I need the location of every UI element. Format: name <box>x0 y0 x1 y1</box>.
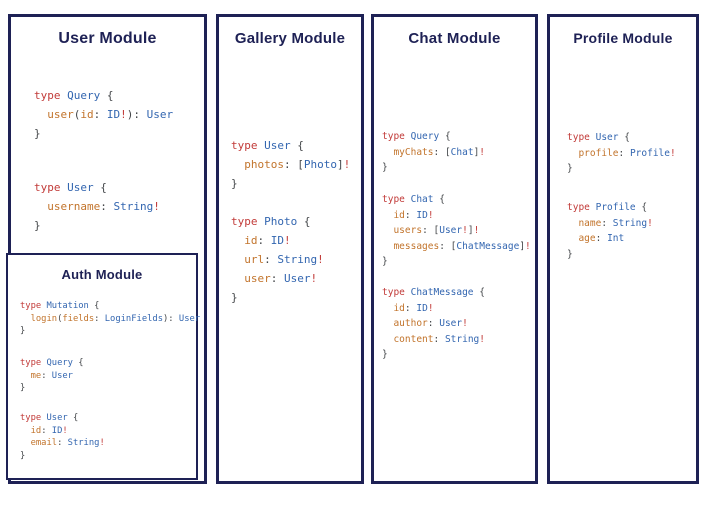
code-line: } <box>20 383 26 393</box>
code-line: type Photo { <box>231 215 311 228</box>
code-line: } <box>382 256 388 267</box>
code-line: users: [User!]! <box>393 225 480 236</box>
code-line: profile: Profile! <box>578 147 676 159</box>
code-line: } <box>231 291 238 304</box>
code-block: type Profile { name: String! age: Int} <box>567 200 653 262</box>
code-block: type User { id: ID! email: String!} <box>20 412 105 462</box>
code-line: id: ID! <box>393 302 434 314</box>
code-line: id: ID! <box>30 425 68 436</box>
code-line: content: String! <box>393 333 486 345</box>
code-line: email: String! <box>30 438 105 448</box>
code-line: type User { <box>567 132 630 143</box>
code-line: } <box>567 163 573 174</box>
code-line: type Chat { <box>382 194 445 205</box>
code-line: url: String! <box>244 253 324 266</box>
code-block: type ChatMessage { id: ID! author: User!… <box>382 285 485 363</box>
code-line: myChats: [Chat]! <box>393 146 486 158</box>
code-line: type Mutation { <box>20 301 100 311</box>
code-block: type User { profile: Profile!} <box>567 130 676 177</box>
code-line: } <box>34 127 41 140</box>
code-line: type Query { <box>34 89 114 102</box>
chat-module-title: Chat Module <box>408 30 501 47</box>
code-line: } <box>567 248 573 260</box>
code-line: type Query { <box>382 131 451 142</box>
code-line: type ChatMessage { <box>382 287 485 298</box>
code-line: name: String! <box>578 217 653 229</box>
code-line: user: User! <box>244 272 318 285</box>
code-line: type User { <box>231 139 304 152</box>
code-block: type Photo { id: ID! url: String! user: … <box>231 212 324 307</box>
code-line: type User { <box>20 413 79 423</box>
code-line: user(id: ID!): User <box>47 108 174 121</box>
gallery-module-panel: Gallery Module type User { photos: [Phot… <box>216 14 364 484</box>
code-line: author: User! <box>393 318 468 329</box>
code-line: } <box>20 450 26 461</box>
code-line: type User { <box>34 181 107 194</box>
code-line: id: ID! <box>244 234 291 247</box>
code-line: age: Int <box>578 233 625 244</box>
code-line: } <box>20 326 26 336</box>
auth-module-panel: Auth Module type Mutation { login(fields… <box>6 253 200 480</box>
code-line: } <box>231 177 238 190</box>
code-block: type User { username: String!} <box>34 178 160 235</box>
code-block: type Chat { id: ID! users: [User!]! mess… <box>382 192 531 270</box>
gallery-module-title: Gallery Module <box>234 30 346 47</box>
code-block: type Query { myChats: [Chat]!} <box>382 129 485 176</box>
code-block: type Query { me: User} <box>20 357 84 395</box>
code-line: type Profile { <box>567 202 648 213</box>
user-module-title: User Module <box>58 30 157 47</box>
code-line: } <box>382 162 388 173</box>
code-line: } <box>382 349 388 360</box>
code-line: login(fields: LoginFields): User <box>30 313 201 324</box>
code-line: } <box>34 219 41 232</box>
code-line: type Query { <box>20 358 84 368</box>
code-block: type User { photos: [Photo]!} <box>231 136 350 193</box>
code-line: id: ID! <box>393 209 434 221</box>
code-line: username: String! <box>47 200 160 213</box>
code-line: me: User <box>30 370 73 381</box>
profile-module-title: Profile Module <box>573 30 673 46</box>
code-line: messages: [ChatMessage]! <box>393 240 531 252</box>
auth-module-title: Auth Module <box>61 267 143 282</box>
chat-module-panel: Chat Module type Query { myChats: [Chat]… <box>371 14 538 484</box>
code-block: type Mutation { login(fields: LoginField… <box>20 300 200 338</box>
profile-module-panel: Profile Module type User { profile: Prof… <box>547 14 699 484</box>
code-line: photos: [Photo]! <box>244 158 351 171</box>
code-block: type Query { user(id: ID!): User} <box>34 86 173 143</box>
